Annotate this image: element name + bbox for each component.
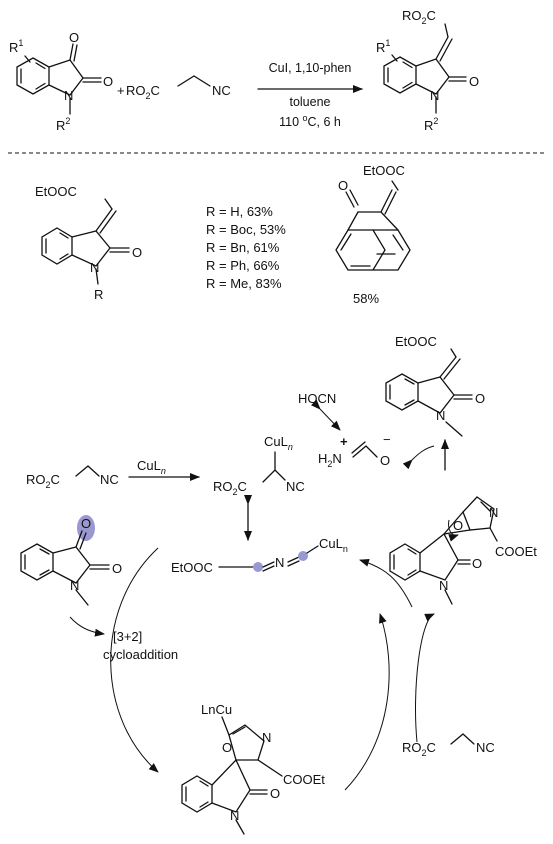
mech-product-n: N bbox=[436, 408, 445, 423]
isatin-n: N bbox=[64, 88, 73, 103]
condition-temperature: 110 oC, 6 h bbox=[279, 113, 341, 129]
spiro-bottom-cu: LnCu bbox=[201, 702, 232, 717]
product-r2-label: R2 bbox=[424, 116, 438, 133]
spiro-bottom-n: N bbox=[262, 730, 271, 745]
yield-ph: R = Ph, 66% bbox=[206, 258, 280, 273]
product-n: N bbox=[430, 88, 439, 103]
spiro-right bbox=[389, 496, 498, 605]
mech-product-indolinone bbox=[385, 348, 473, 437]
condition-catalyst: CuI, 1,10-phen bbox=[269, 61, 352, 75]
cycloaddition-label-2: cycloaddition bbox=[103, 647, 178, 662]
acenaphthene-ester: EtOOC bbox=[363, 163, 405, 178]
bottom-reagent-nc: NC bbox=[476, 740, 495, 755]
hocn-label: HOCN bbox=[298, 391, 336, 406]
elimination-arrow bbox=[402, 445, 435, 470]
cu-reagent-label: CuLn bbox=[137, 458, 166, 476]
example-r: R bbox=[94, 287, 103, 302]
condition-solvent: toluene bbox=[289, 95, 330, 109]
spiro-bottom bbox=[181, 716, 283, 835]
isocyanide-ester: RO2C bbox=[126, 83, 160, 101]
cycloaddition-label-1: [3+2] bbox=[113, 629, 142, 644]
spiro-bottom-lactam-n: N bbox=[230, 808, 239, 823]
isatin-entry-arrow bbox=[69, 616, 105, 637]
bottom-reagent: RO2C bbox=[402, 740, 436, 758]
iminium-o: O bbox=[380, 453, 390, 468]
iminium-minus: − bbox=[383, 432, 391, 447]
top-product bbox=[383, 23, 467, 114]
spiro-right-o: O bbox=[453, 518, 463, 533]
mech-reagent: RO2C bbox=[26, 472, 60, 490]
spiro-right-ester: COOEt bbox=[495, 544, 537, 559]
isatin-highlight bbox=[77, 515, 95, 541]
cycle-arrow-top bbox=[359, 558, 413, 608]
spiro-bottom-ester: COOEt bbox=[283, 772, 325, 787]
ketenimine-cul: CuLn bbox=[319, 536, 348, 554]
isatin-lactam-o: O bbox=[103, 74, 113, 89]
yield-me: R = Me, 83% bbox=[206, 276, 282, 291]
spiro-right-lactam-o: O bbox=[472, 556, 482, 571]
reagent-entry-arrow bbox=[415, 613, 435, 743]
product-ester: RO2C bbox=[402, 8, 436, 26]
acenaphthenone-structure bbox=[335, 180, 411, 271]
mech-isatin-o3: O bbox=[81, 516, 91, 531]
example-indolinone bbox=[41, 198, 130, 285]
isatin-ketone-o: O bbox=[69, 30, 79, 45]
isatin-r2-label: R2 bbox=[56, 116, 70, 133]
cycle-arrow-right bbox=[344, 613, 390, 791]
iminium-double-bond bbox=[351, 441, 366, 454]
spiro-right-n: N bbox=[489, 505, 498, 520]
mech-product-o: O bbox=[475, 391, 485, 406]
acenaphthene-o: O bbox=[338, 178, 348, 193]
yield-boc: R = Boc, 53% bbox=[206, 222, 286, 237]
example-ester-label: EtOOC bbox=[35, 184, 77, 199]
mech-isatin-o2: O bbox=[112, 561, 122, 576]
product-r1-label: R1 bbox=[376, 38, 390, 55]
spiro-right-n2: N bbox=[439, 578, 448, 593]
isocyanide-nc: NC bbox=[212, 83, 231, 98]
cu-adduct-nc: NC bbox=[286, 479, 305, 494]
isatin-r1-label: R1 bbox=[9, 38, 23, 55]
ketenimine-ester: EtOOC bbox=[171, 560, 213, 575]
ring-opening-arrow bbox=[448, 519, 459, 542]
iminium-formate: H2N bbox=[318, 451, 342, 469]
iminium-bond bbox=[352, 445, 378, 458]
mech-reagent-nc: NC bbox=[100, 472, 119, 487]
cu-adduct-ester: RO2C bbox=[213, 479, 247, 497]
ketenimine-c-highlight bbox=[253, 562, 263, 572]
cu-adduct-bonds bbox=[262, 469, 286, 483]
mech-product-ester: EtOOC bbox=[395, 334, 437, 349]
product-lactam-o: O bbox=[469, 74, 479, 89]
spiro-bottom-o: O bbox=[222, 740, 232, 755]
spiro-bottom-lactam-o: O bbox=[270, 786, 280, 801]
mech-isatin-n: N bbox=[70, 578, 79, 593]
cu-adduct-cul: CuLn bbox=[264, 434, 293, 452]
yield-h: R = H, 63% bbox=[206, 204, 273, 219]
example-n: N bbox=[90, 260, 99, 275]
mech-isatin bbox=[20, 515, 110, 606]
example-lactam-o: O bbox=[132, 245, 142, 260]
acenaphthene-yield: 58% bbox=[353, 291, 379, 306]
yield-bn: R = Bn, 61% bbox=[206, 240, 280, 255]
ketenimine-n: N bbox=[275, 555, 284, 570]
plus-sign: + bbox=[117, 83, 125, 98]
equilibrium-arrow bbox=[310, 399, 341, 431]
ketenimine-c2-highlight bbox=[298, 551, 308, 561]
isatin-reactant bbox=[16, 43, 102, 115]
cycle-arrow-left bbox=[110, 547, 159, 773]
iminium-plus: + bbox=[340, 434, 348, 449]
